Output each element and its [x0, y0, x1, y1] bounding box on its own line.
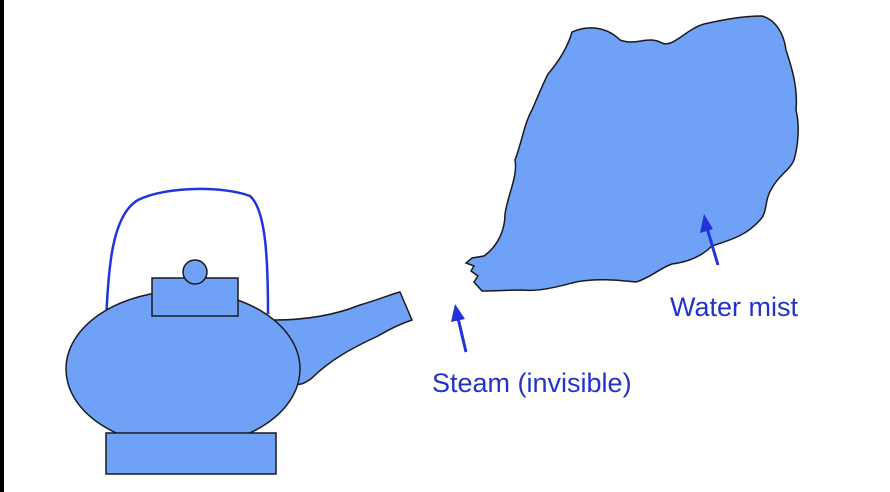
water-mist-cloud — [466, 16, 798, 291]
steam-arrow — [451, 304, 466, 352]
steam-label: Steam (invisible) — [432, 368, 632, 399]
kettle-lid-knob — [183, 260, 207, 284]
kettle-base — [106, 433, 276, 474]
water-mist-label: Water mist — [670, 292, 798, 323]
